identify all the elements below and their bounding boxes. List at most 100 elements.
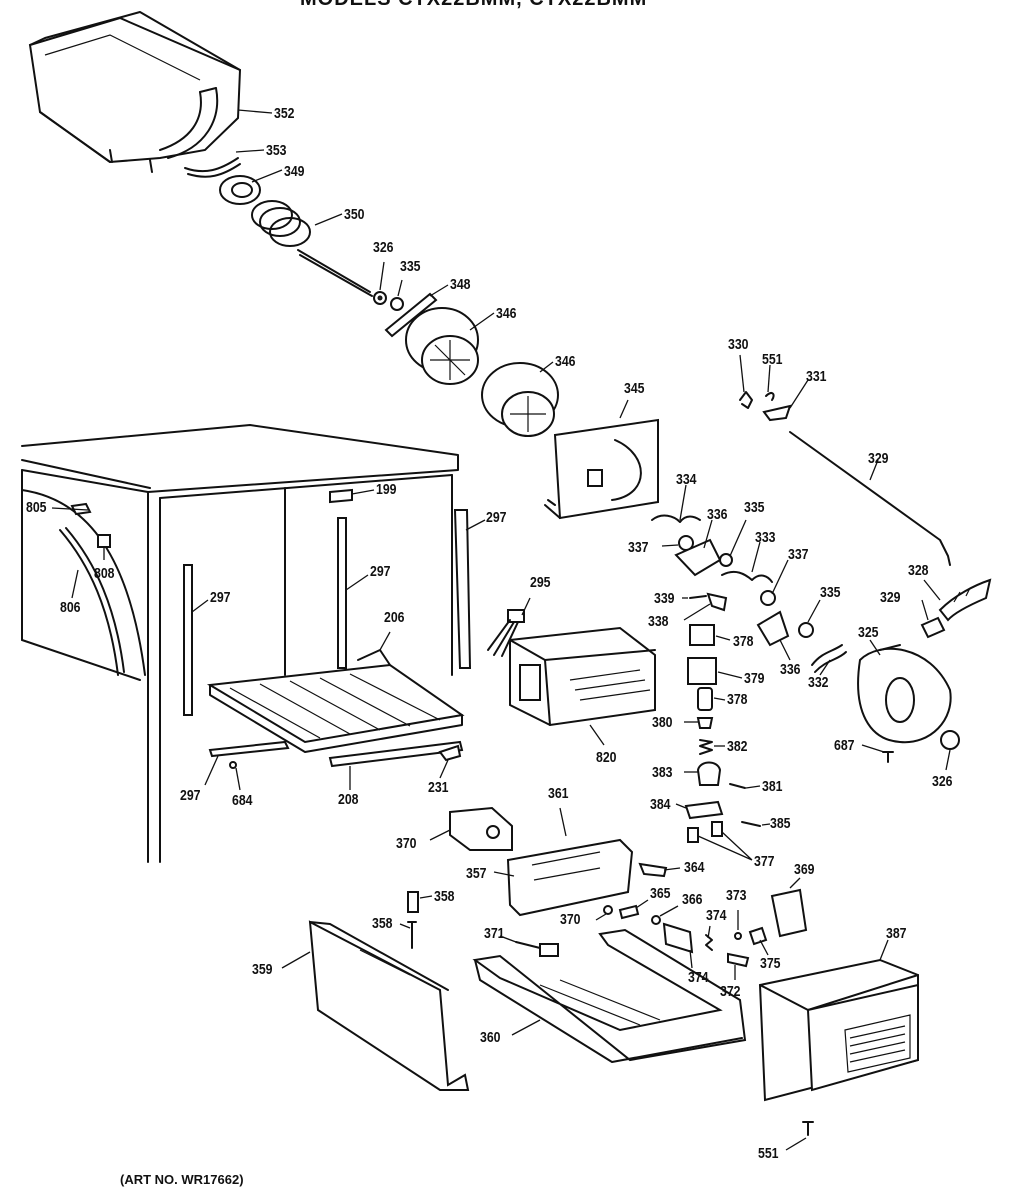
part-387-housing: [758, 958, 919, 1102]
label-805: 805: [26, 499, 47, 516]
leader-lines: [51, 109, 951, 1151]
part-334: [651, 514, 701, 523]
part-353: [184, 157, 241, 178]
label-297-right: 297: [486, 509, 507, 526]
label-338: 338: [648, 613, 669, 630]
part-332: [811, 644, 847, 673]
part-377-a: [687, 827, 699, 843]
diagram-header: MODELS CTX22BMM, CTX22BMM: [300, 0, 647, 11]
label-381: 381: [762, 778, 783, 795]
label-339: 339: [654, 590, 675, 607]
part-380: [696, 717, 714, 729]
part-352-ice-bucket: [28, 11, 242, 173]
label-384: 384: [650, 796, 671, 813]
label-328: 328: [908, 562, 929, 579]
part-806: [59, 527, 125, 676]
label-206: 206: [384, 609, 405, 626]
label-349: 349: [284, 163, 305, 180]
label-375: 375: [760, 955, 781, 972]
part-333: [721, 570, 773, 583]
part-371-harness: [515, 941, 559, 957]
label-806: 806: [60, 599, 81, 616]
label-374-bottom: 374: [688, 969, 709, 986]
label-378-bottom: 378: [727, 691, 748, 708]
part-338: [706, 592, 728, 612]
part-375: [748, 926, 768, 946]
part-206-shelf: [206, 649, 465, 753]
part-349: [219, 175, 261, 205]
label-380: 380: [652, 714, 673, 731]
label-329-block: 329: [880, 589, 901, 606]
label-295: 295: [530, 574, 551, 591]
part-346-crusher-rear: [481, 362, 559, 437]
label-373: 373: [726, 887, 747, 904]
part-331: [762, 404, 792, 422]
label-360: 360: [480, 1029, 501, 1046]
label-808: 808: [94, 565, 115, 582]
part-369: [770, 888, 808, 938]
part-378-switch: [689, 624, 715, 646]
label-297-bottom: 297: [180, 787, 201, 804]
part-329-rod: [789, 431, 951, 566]
label-551-bottom: 551: [758, 1145, 779, 1162]
part-361-bracket: [506, 838, 634, 917]
label-346-front: 346: [496, 305, 517, 322]
part-684-screw: [229, 761, 237, 769]
part-339-pin: [689, 595, 707, 599]
label-372: 372: [720, 983, 741, 1000]
part-370-motor: [449, 806, 513, 851]
label-358-bottom: 358: [372, 915, 393, 932]
label-361: 361: [548, 785, 569, 802]
label-335-mid: 335: [744, 499, 765, 516]
label-329-rod: 329: [868, 450, 889, 467]
label-377: 377: [754, 853, 775, 870]
part-231: [438, 744, 462, 762]
label-370-screw: 370: [560, 911, 581, 928]
part-358-screw: [407, 921, 417, 949]
label-208: 208: [338, 791, 359, 808]
part-297-left-rail: [183, 564, 193, 716]
label-331: 331: [806, 368, 827, 385]
label-336-bottom: 336: [780, 661, 801, 678]
part-335-washer-c: [798, 622, 814, 638]
label-387: 387: [886, 925, 907, 942]
label-297-center: 297: [370, 563, 391, 580]
label-371: 371: [484, 925, 505, 942]
part-373: [734, 932, 742, 940]
label-358-top: 358: [434, 888, 455, 905]
part-364: [638, 862, 668, 878]
label-345: 345: [624, 380, 645, 397]
label-684: 684: [232, 792, 253, 809]
label-357: 357: [466, 865, 487, 882]
label-359: 359: [252, 961, 273, 978]
part-348: [384, 292, 438, 338]
label-352: 352: [274, 105, 295, 122]
part-551-clip: [765, 392, 775, 401]
part-385: [741, 821, 761, 827]
part-378-cylinder: [697, 687, 713, 711]
part-382-spring: [699, 739, 713, 755]
part-366: [651, 915, 661, 925]
label-382: 382: [727, 738, 748, 755]
label-551-top: 551: [762, 351, 783, 368]
label-334: 334: [676, 471, 697, 488]
part-336-cam-b: [756, 610, 790, 647]
label-379: 379: [744, 670, 765, 687]
part-687-screw: [882, 751, 894, 763]
label-353: 353: [266, 142, 287, 159]
label-378-top: 378: [733, 633, 754, 650]
label-385: 385: [770, 815, 791, 832]
part-359-cover: [308, 920, 470, 1091]
part-326-bushing: [940, 730, 960, 750]
part-335-washer: [719, 553, 733, 567]
label-337-left: 337: [628, 539, 649, 556]
part-383: [696, 761, 722, 786]
label-365: 365: [650, 885, 671, 902]
part-372: [727, 952, 750, 968]
label-333: 333: [755, 529, 776, 546]
part-377-b: [711, 821, 723, 837]
part-820-ice-maker: [509, 626, 656, 727]
part-350-auger: [251, 200, 373, 297]
label-297-left: 297: [210, 589, 231, 606]
